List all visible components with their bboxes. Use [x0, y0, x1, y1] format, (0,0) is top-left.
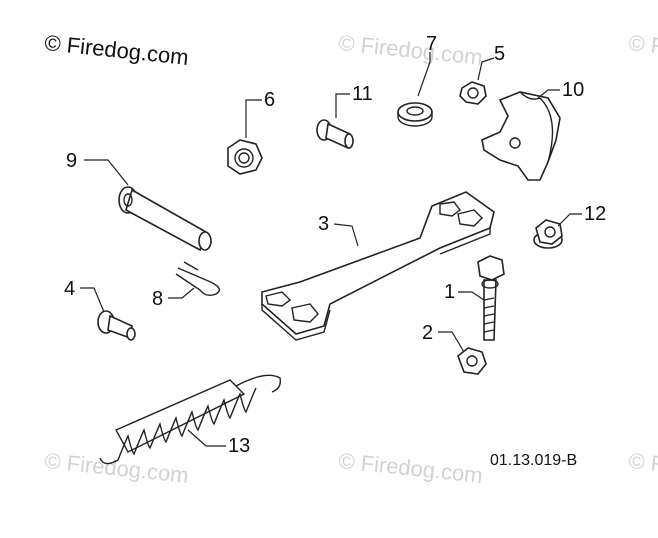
callout-13: 13: [228, 435, 250, 457]
part-8-clip: [175, 261, 220, 297]
callout-5: 5: [494, 43, 505, 65]
part-9-pin: [118, 186, 212, 252]
callout-11: 11: [352, 83, 373, 105]
callout-3: 3: [318, 213, 329, 235]
part-3-wrench: [261, 191, 495, 341]
part-1-bolt: [477, 255, 505, 341]
part-13-spring: [99, 374, 282, 465]
callout-10: 10: [562, 79, 584, 101]
callout-9: 9: [66, 150, 77, 172]
part-6-nut: [227, 139, 263, 175]
callout-8: 8: [152, 288, 163, 310]
part-10-knob: [481, 91, 561, 181]
callout-2: 2: [422, 322, 433, 344]
part-7-washer: [397, 102, 433, 127]
part-5-nut: [459, 81, 487, 105]
part-11-bolt: [316, 119, 354, 150]
diagram-code: 01.13.019-B: [490, 452, 578, 469]
callout-4: 4: [64, 278, 75, 300]
callout-6: 6: [264, 89, 275, 111]
callout-12: 12: [584, 203, 606, 225]
callout-7: 7: [426, 33, 437, 55]
part-2-nut: [457, 347, 487, 375]
part-12-nut: [533, 219, 563, 249]
part-4-bolt: [97, 310, 136, 341]
callout-1: 1: [444, 281, 455, 303]
